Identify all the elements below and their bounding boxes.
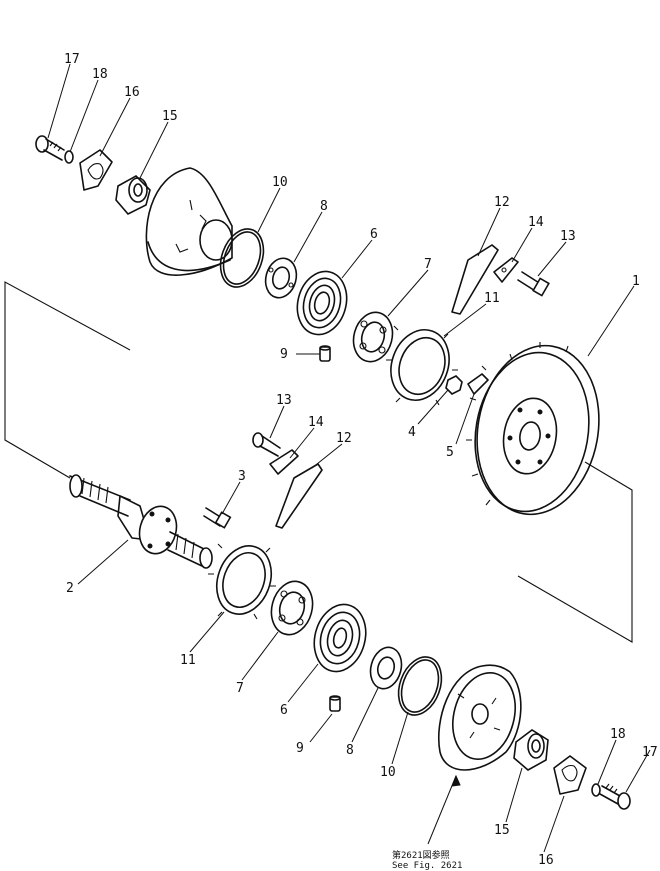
callout-16-top: 16: [124, 85, 140, 100]
callout-13-top: 13: [560, 229, 576, 244]
callout-2: 2: [66, 581, 74, 596]
shaft-2: [69, 474, 213, 569]
washer-18-top: [64, 150, 74, 164]
washer-18-bottom: [591, 783, 601, 797]
plug-9-top: [319, 345, 331, 362]
figure-reference-note: 第2621図参照 See Fig. 2621: [392, 849, 462, 871]
bearing-8-bottom: [369, 646, 403, 690]
lock-plate-12-bottom: [275, 463, 323, 529]
cover-bottom: [438, 664, 522, 771]
callout-12-top: 12: [494, 195, 510, 210]
reference-frame-lines: [4, 281, 633, 643]
seal-6-top: [296, 270, 348, 336]
callout-9-bottom: 9: [296, 741, 304, 756]
o-ring-10-bottom: [397, 656, 443, 716]
callout-15-bottom: 15: [494, 823, 510, 838]
callout-10-bottom: 10: [380, 765, 396, 780]
callout-17-top: 17: [64, 52, 80, 67]
callout-8-bottom: 8: [346, 743, 354, 758]
bushing-15-bottom: [513, 729, 549, 771]
bearing-8-top: [264, 257, 298, 299]
bolt-17-bottom: [599, 783, 631, 810]
callout-10-top: 10: [272, 175, 288, 190]
callout-4: 4: [408, 425, 416, 440]
callout-14-top: 14: [528, 215, 544, 230]
lock-tab-14-top: [493, 257, 519, 283]
reference-english: See Fig. 2621: [392, 861, 462, 871]
callout-7-bottom: 7: [236, 681, 244, 696]
callout-11-top: 11: [484, 291, 500, 306]
plug-9-bottom: [329, 695, 341, 712]
callout-8-top: 8: [320, 199, 328, 214]
bushing-15-top: [115, 175, 151, 215]
washer-5-top: [467, 373, 489, 395]
callout-1: 1: [632, 274, 640, 289]
sprocket-1: [466, 342, 600, 516]
callout-5: 5: [446, 445, 454, 460]
lock-ring-11-bottom: [208, 543, 276, 620]
callout-18-bottom: 18: [610, 727, 626, 742]
callout-11-bottom: 11: [180, 653, 196, 668]
callout-17-bottom: 17: [642, 745, 658, 760]
callout-14-bottom: 14: [308, 415, 324, 430]
seal-6-bottom: [313, 603, 367, 673]
callout-12-bottom: 12: [336, 431, 352, 446]
nut-4-top: [445, 375, 463, 395]
lock-plate-12-top: [451, 244, 499, 315]
callout-16-bottom: 16: [538, 853, 554, 868]
plate-16-bottom: [553, 755, 587, 795]
bolt-13-bottom: [252, 432, 281, 457]
callout-7-top: 7: [424, 257, 432, 272]
callout-13-bottom: 13: [276, 393, 292, 408]
bolt-13-top: [517, 271, 550, 297]
callout-18-top: 18: [92, 67, 108, 82]
cover-top: [145, 167, 233, 276]
bolt-17-top: [35, 135, 65, 161]
callout-6-top: 6: [370, 227, 378, 242]
callout-15-top: 15: [162, 109, 178, 124]
plate-16-top: [79, 149, 113, 191]
lock-tab-14-bottom: [269, 449, 299, 475]
reference-japanese: 第2621図参照: [392, 849, 450, 861]
callout-6-bottom: 6: [280, 703, 288, 718]
lock-ring-11-top: [386, 325, 458, 406]
leader-lines: [47, 63, 651, 853]
bearing-7-top: [352, 311, 394, 363]
callout-3: 3: [238, 469, 246, 484]
callout-9-top: 9: [280, 347, 288, 362]
bolt-3: [203, 507, 232, 529]
bearing-7-bottom: [270, 580, 314, 636]
o-ring-10-top: [219, 228, 265, 288]
callout-labels: 17 18 16 15 10 8 6 12 14 13 7 11 1 9 4 5…: [64, 52, 658, 868]
